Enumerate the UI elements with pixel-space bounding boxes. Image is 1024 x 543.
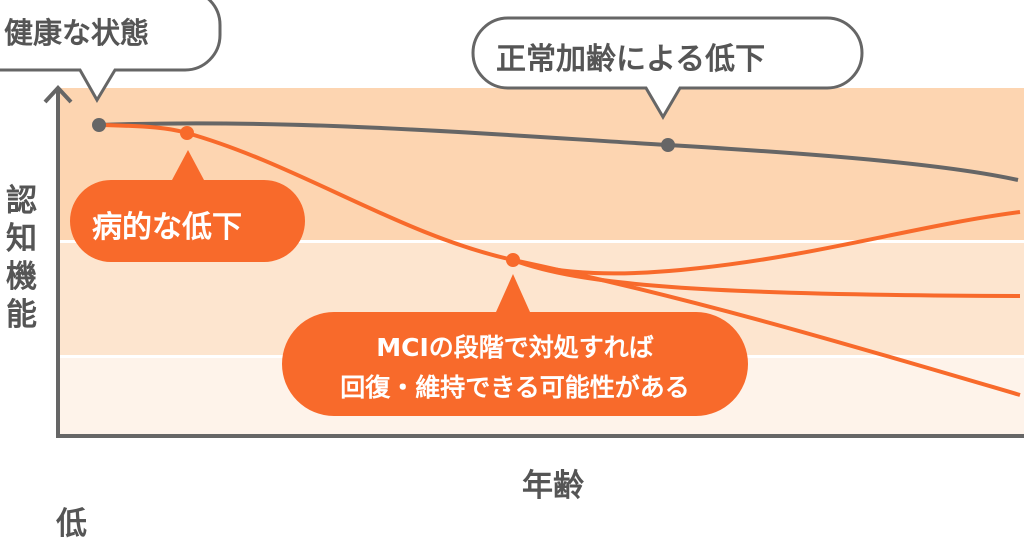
y-axis-arrowhead [43, 85, 73, 104]
normal-aging-label: 正常加齢による低下 [496, 42, 766, 77]
pathological-point [180, 126, 194, 140]
maintain-curve [512, 258, 1021, 298]
healthy-point [92, 118, 106, 132]
mci-label-line2: 回復・維持できる可能性がある [340, 373, 690, 402]
pathological-label: 病的な低下 [92, 210, 242, 245]
normal-aging-curve [98, 121, 1019, 182]
mci-point [506, 253, 520, 267]
y-axis [56, 90, 1024, 438]
normal-aging-point [661, 138, 675, 152]
y-axis-label: 認知機能 [6, 183, 37, 333]
healthy-bubble [0, 0, 222, 103]
pathological-decline-curve [98, 123, 1021, 397]
healthy-label: 健康な状態 [4, 16, 150, 50]
recovery-curve [512, 210, 1021, 276]
mci-label-line1: MCIの段階で対処すれば [376, 333, 654, 362]
normal-aging-bubble [471, 16, 864, 120]
y-axis-low-label: 低 [56, 506, 87, 542]
mci-bubble [282, 274, 748, 416]
pathological-bubble [70, 150, 305, 262]
x-axis-label: 年齢 [522, 468, 584, 504]
